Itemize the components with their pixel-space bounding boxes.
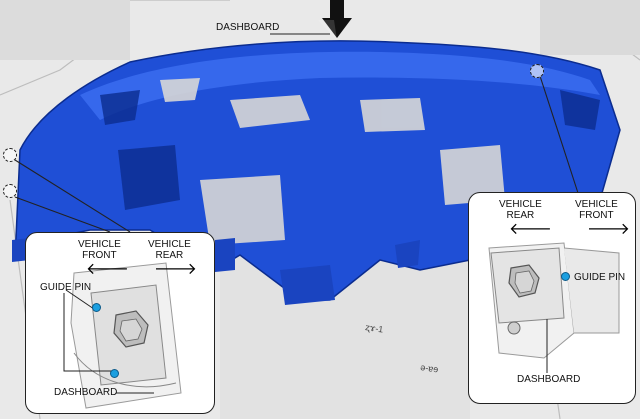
left-vehicle-rear-label: VEHICLE REAR (148, 239, 191, 261)
left-callout-detail (63, 262, 182, 409)
right-arrow-icon-right-callout: 🡒 (587, 219, 630, 238)
right-callout-detail (488, 242, 620, 373)
right-guide-pin-dot (561, 272, 570, 281)
left-guide-pin-dot (92, 303, 101, 312)
dashboard-top-label: DASHBOARD (216, 22, 280, 33)
guide-pin-location-right (530, 64, 544, 78)
dashboard-vents (100, 90, 600, 210)
right-vehicle-rear-label: VEHICLE REAR (499, 199, 542, 221)
right-vehicle-front-label: VEHICLE FRONT (575, 199, 618, 221)
left-vehicle-front-label: VEHICLE FRONT (78, 239, 121, 261)
left-arrow-icon: 🡐 (86, 259, 129, 278)
right-arrow-icon: 🡒 (154, 259, 197, 278)
floor-stamp-1: ʐɤ-1 (365, 322, 384, 334)
right-callout-box: VEHICLE REAR 🡐 VEHICLE FRONT 🡒 GUIDE PIN… (468, 192, 636, 404)
dashboard-upper-surface-shape (80, 51, 600, 120)
left-callout-box: VEHICLE FRONT 🡐 VEHICLE REAR 🡒 GUIDE PIN… (25, 232, 215, 414)
down-arrow-icon (318, 0, 352, 40)
right-dashboard-label: DASHBOARD (517, 374, 581, 385)
guide-pin-location-left-lower (3, 184, 17, 198)
floor-stamp-2: ə-ɐɘ (420, 362, 439, 374)
left-guide-pin-label: GUIDE PIN (40, 282, 92, 293)
left-arrow-icon-right-callout: 🡐 (509, 219, 552, 238)
left-guide-pin-dot-2 (110, 369, 119, 378)
pillar-left-shape (0, 0, 130, 60)
left-dashboard-label: DASHBOARD (54, 387, 118, 398)
right-guide-pin-label: GUIDE PIN (574, 272, 626, 283)
dashboard-cutouts (160, 78, 505, 245)
leader-lines (14, 75, 579, 233)
pillar-right-shape (540, 0, 640, 55)
guide-pin-location-left-upper (3, 148, 17, 162)
